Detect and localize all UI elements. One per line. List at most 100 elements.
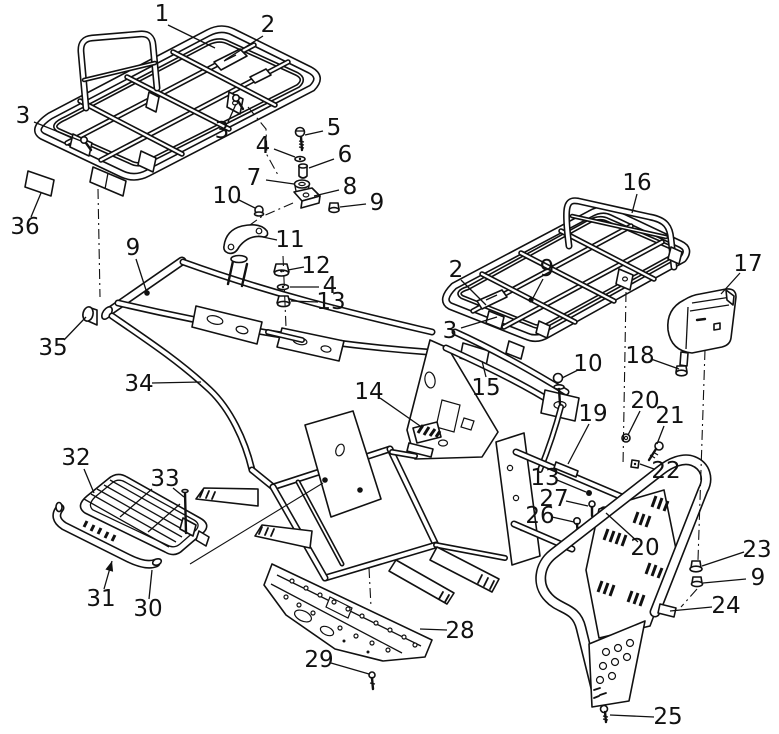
- leader-line-3a: [33, 121, 82, 142]
- bracket-8: [293, 187, 321, 209]
- leader-line-3c: [460, 316, 498, 329]
- callout-30: 30: [133, 596, 162, 622]
- callout-1: 1: [155, 1, 170, 27]
- leader-line-12: [287, 266, 305, 271]
- callout-16: 16: [622, 170, 651, 196]
- leader-line-19: [567, 423, 590, 465]
- callout-9d: 9: [751, 565, 766, 591]
- leader-line-13a: [290, 300, 319, 303]
- callout-5: 5: [327, 115, 342, 141]
- callout-15: 15: [471, 375, 500, 401]
- callout-25: 25: [653, 704, 682, 730]
- leader-line-2b: [460, 279, 487, 306]
- leader-line-3b: [227, 103, 237, 123]
- tool-box: [667, 288, 737, 367]
- leader-line-21: [656, 425, 665, 445]
- leader-line-11: [257, 235, 278, 241]
- leader-line-20b: [605, 512, 639, 543]
- callout-4b: 4: [323, 273, 338, 299]
- callout-29: 29: [304, 647, 333, 673]
- callout-6: 6: [338, 142, 353, 168]
- right-footboard: [263, 563, 433, 662]
- callout-2a: 2: [261, 12, 276, 38]
- leader-line-7: [265, 179, 295, 185]
- leader-line-27: [565, 500, 589, 507]
- callout-13a: 13: [316, 289, 345, 315]
- weld-nut: [144, 290, 150, 296]
- pin-33: [181, 488, 189, 535]
- front-bumper: [535, 454, 712, 724]
- nut-9: [690, 576, 704, 588]
- leader-line-9d: [702, 578, 747, 584]
- phantom-line: [368, 567, 372, 608]
- leader-line-29: [330, 662, 370, 675]
- leader-line-13b: [556, 479, 587, 493]
- phantom-line: [697, 349, 706, 561]
- callout-23: 23: [742, 537, 771, 563]
- leader-line-33: [172, 487, 185, 498]
- callout-26: 26: [525, 503, 554, 529]
- callout-7: 7: [247, 165, 262, 191]
- leader-line-10b: [561, 369, 579, 379]
- phantom-line: [247, 106, 279, 176]
- bolt-27: [588, 500, 596, 518]
- callout-9a: 9: [370, 190, 385, 216]
- washer-20: [621, 433, 631, 443]
- leader-line-20a: [627, 410, 641, 436]
- callout-35: 35: [38, 335, 67, 361]
- leader-line-35: [63, 316, 87, 341]
- front-rack: [34, 25, 321, 197]
- bolt-10: [552, 372, 565, 406]
- phantom-line: [97, 188, 101, 298]
- leader-line-18: [650, 358, 680, 370]
- phantom-line: [622, 291, 627, 467]
- nut-12: [273, 263, 290, 277]
- leader-line-5: [304, 130, 324, 136]
- left-footrest: [52, 473, 210, 569]
- leader-line-9a: [339, 203, 367, 208]
- nut-13: [276, 295, 291, 308]
- callout-9c: 9: [540, 256, 555, 282]
- screw-25: [599, 704, 609, 724]
- callout-22: 22: [651, 458, 680, 484]
- leader-line-2a: [224, 35, 264, 61]
- phantom-lines-layer: [97, 106, 706, 608]
- callout-20a: 20: [630, 388, 659, 414]
- leader-line-9c: [532, 278, 544, 299]
- callout-10b: 10: [573, 351, 602, 377]
- leader-line-9b: [135, 258, 147, 291]
- rack-slot-plate: [476, 289, 508, 310]
- bracket-11: [223, 224, 269, 255]
- callout-11: 11: [275, 227, 304, 253]
- rear-rack: [441, 197, 691, 360]
- weld-nut: [528, 297, 534, 303]
- leader-line-36: [30, 192, 42, 218]
- leader-line-6: [308, 158, 335, 169]
- callout-17: 17: [733, 251, 762, 277]
- leader-arrowhead: [105, 561, 114, 572]
- leader-line-23: [701, 551, 745, 567]
- nut-18: [675, 365, 688, 377]
- leader-line-14: [379, 397, 424, 429]
- leader-line-1: [167, 24, 216, 49]
- nut-9: [328, 202, 340, 214]
- callout-9b: 9: [126, 235, 141, 261]
- callout-12: 12: [301, 253, 330, 279]
- leader-line-15: [481, 360, 487, 378]
- callout-3a: 3: [16, 103, 31, 129]
- leader-line-26: [551, 516, 575, 523]
- leader-line-24: [669, 606, 713, 612]
- cap-nut-10: [253, 205, 265, 217]
- footrest-guard-30: [52, 501, 163, 569]
- washer-4: [276, 283, 290, 291]
- callout-24: 24: [711, 593, 740, 619]
- nut-22: [630, 459, 640, 469]
- bolt-5: [294, 126, 306, 152]
- rack-bolt: [80, 136, 93, 152]
- cup-washer-7: [293, 179, 311, 192]
- phantom-line: [680, 588, 698, 608]
- washer-13: [586, 490, 592, 496]
- leader-line-8: [313, 189, 340, 197]
